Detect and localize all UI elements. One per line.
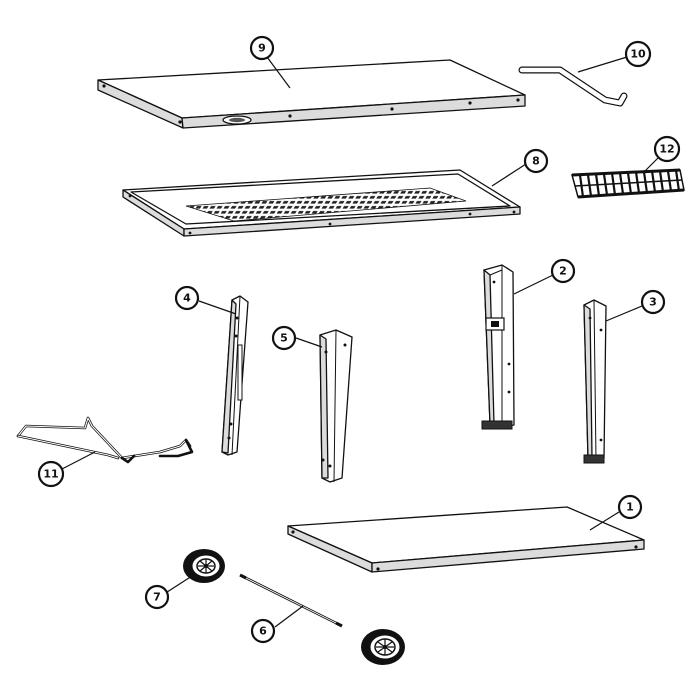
part-10-handle: [518, 66, 628, 107]
callout-12: 12: [653, 135, 681, 163]
part-11-wire-rack: [16, 416, 194, 464]
svg-text:2: 2: [559, 265, 567, 278]
leader-1: [589, 511, 620, 531]
svg-text:11: 11: [43, 468, 58, 481]
part-8-mesh-tray: [122, 169, 521, 237]
callout-3: 3: [640, 289, 666, 315]
part-1-bottom-shelf: [287, 506, 645, 573]
leader-8: [491, 163, 527, 187]
leader-2: [513, 274, 554, 295]
callout-9: 9: [249, 35, 275, 61]
callout-8: 8: [523, 148, 549, 174]
leader-7: [163, 575, 193, 595]
callout-7: 7: [144, 584, 170, 610]
leader-5: [295, 337, 323, 348]
part-4-front-leg: [221, 295, 249, 456]
leader-3: [605, 305, 643, 322]
svg-text:12: 12: [659, 143, 674, 156]
leader-lines: [61, 56, 664, 628]
part-6-axle: [239, 573, 343, 628]
callout-10: 10: [624, 40, 652, 68]
svg-text:6: 6: [259, 625, 267, 638]
callout-5: 5: [271, 325, 297, 351]
part-7-wheel: [183, 549, 225, 583]
svg-text:9: 9: [258, 42, 266, 55]
part-2-rear-leg: [481, 264, 515, 430]
part-12-basket: [571, 168, 685, 199]
part-5-front-leg: [319, 329, 353, 483]
leader-6: [274, 605, 304, 628]
leader-10: [577, 56, 628, 73]
part-9-top-panel: [97, 59, 526, 129]
part-3-rear-leg: [583, 299, 607, 464]
callout-6: 6: [250, 618, 276, 644]
svg-text:10: 10: [630, 48, 646, 61]
callout-4: 4: [174, 285, 200, 311]
callout-2: 2: [550, 258, 576, 284]
svg-text:8: 8: [532, 155, 540, 168]
callouts: 9 10 8 12 2 3 4 5: [37, 35, 681, 644]
svg-text:7: 7: [153, 591, 161, 604]
callout-11: 11: [37, 460, 65, 488]
leader-4: [198, 300, 237, 315]
leader-9: [266, 56, 291, 89]
callout-1: 1: [617, 494, 643, 520]
part-7-wheel-second: [361, 629, 405, 665]
svg-text:5: 5: [280, 332, 288, 345]
svg-text:4: 4: [183, 292, 191, 305]
svg-text:1: 1: [626, 501, 634, 514]
leader-11: [61, 451, 96, 470]
svg-text:3: 3: [649, 296, 657, 309]
